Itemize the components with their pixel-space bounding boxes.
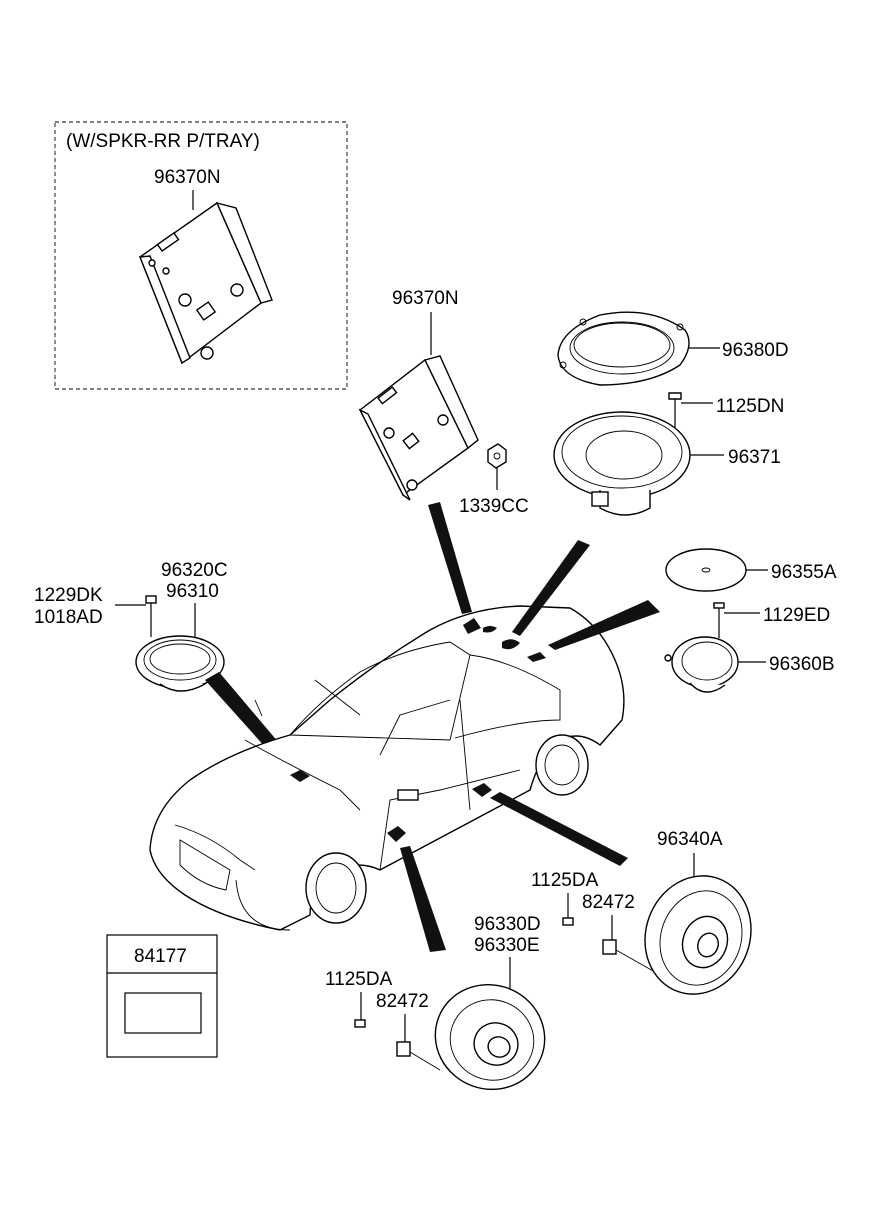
- amplifier-inset-drawing: [139, 201, 273, 365]
- label-1125da-rear: 1125DA: [531, 870, 599, 891]
- inset-part-label: 96370N: [154, 167, 221, 188]
- label-1229dk: 1229DK: [34, 585, 103, 606]
- label-96330d: 96330D: [474, 914, 541, 935]
- rear-speaker-96371: 96371: [553, 411, 781, 516]
- tweeter-screw-1129ed: 1129ED: [713, 602, 830, 638]
- front-door-speaker-96330: 96330D 96330E 1125DA 82472: [325, 914, 546, 1091]
- label-84177: 84177: [134, 946, 187, 967]
- label-1018ad: 1018AD: [34, 607, 103, 628]
- pointer-wedges: [400, 502, 660, 952]
- label-96380d: 96380D: [722, 340, 789, 361]
- label-96340a: 96340A: [657, 829, 723, 850]
- rear-door-speaker-96340a: 96340A 1125DA 82472: [531, 829, 752, 995]
- label-1125da-front: 1125DA: [325, 969, 393, 990]
- tweeter-bracket-96355a: 96355A: [665, 548, 837, 592]
- inset-box-title: (W/SPKR-RR P/TRAY): [66, 131, 260, 152]
- label-1129ed: 1129ED: [763, 605, 830, 626]
- label-1339cc: 1339CC: [459, 496, 529, 517]
- label-96360b: 96360B: [769, 654, 835, 675]
- front-center-speaker: 96320C 96310 1229DK 1018AD: [34, 560, 306, 778]
- label-82472-front: 82472: [376, 991, 429, 1012]
- label-96371: 96371: [728, 447, 781, 468]
- rear-screw-1125dn: 1125DN: [668, 392, 784, 430]
- label-96355a: 96355A: [771, 562, 837, 583]
- rear-grille-96380d: 96380D: [557, 311, 789, 386]
- label-96370n: 96370N: [392, 288, 459, 309]
- label-96330e: 96330E: [474, 935, 540, 956]
- tweeter-96360b: 96360B: [664, 636, 835, 693]
- label-82472-rear: 82472: [582, 892, 635, 913]
- label-96320c: 96320C: [161, 560, 228, 581]
- inset-box: (W/SPKR-RR P/TRAY) 96370N: [54, 121, 348, 390]
- amplifier-main: 96370N: [358, 288, 479, 501]
- nut-1339cc: 1339CC: [459, 443, 529, 517]
- label-box-84177: 84177: [106, 934, 218, 1058]
- car-body-drawing: [149, 605, 625, 931]
- label-1125dn: 1125DN: [716, 396, 784, 417]
- label-96310: 96310: [166, 581, 219, 602]
